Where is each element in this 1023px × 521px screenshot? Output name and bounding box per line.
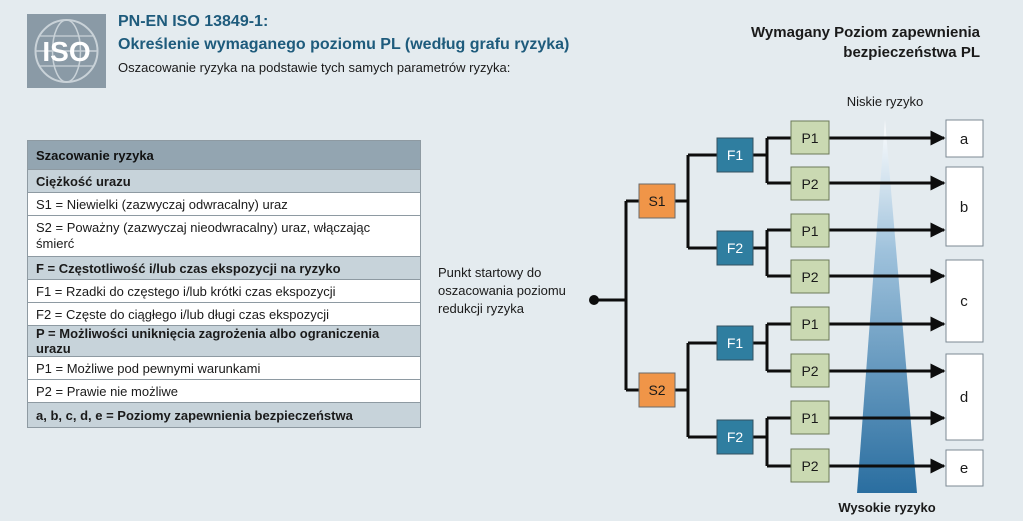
start-point-label: Punkt startowy do oszacowania poziomu re… <box>438 265 566 316</box>
risk-table: Szacowanie ryzyka Ciężkość urazu S1 = Ni… <box>27 140 421 428</box>
pl-legend-row: a, b, c, d, e = Poziomy zapewnienia bezp… <box>27 402 421 428</box>
doc-title: PN-EN ISO 13849-1: <box>118 13 269 30</box>
risk-table-header: Szacowanie ryzyka <box>27 140 421 170</box>
node-p-label: P1 <box>801 316 818 332</box>
iso-logo: ISO <box>27 14 106 88</box>
pl-box-e: e <box>945 449 984 487</box>
node-s2-label: S2 <box>648 382 665 398</box>
node-p-6: P2 <box>790 353 830 388</box>
p1-text: P1 = Możliwe pod pewnymi warunkami <box>27 356 421 380</box>
node-f1-lower: F1 <box>716 325 754 361</box>
severity-heading-row: Ciężkość urazu <box>27 169 421 193</box>
pl-box-a: a <box>945 119 984 158</box>
node-p-1: P1 <box>790 120 830 155</box>
node-f1-upper: F1 <box>716 137 754 173</box>
node-f-label: F1 <box>727 335 744 351</box>
node-p-label: P2 <box>801 458 818 474</box>
node-f-label: F1 <box>727 147 744 163</box>
f2-text: F2 = Częste do ciągłego i/lub długi czas… <box>27 302 421 326</box>
node-p-label: P1 <box>801 410 818 426</box>
node-p-5: P1 <box>790 306 830 341</box>
pl-label-b: b <box>960 199 968 216</box>
pl-heading: Wymagany Poziom zapewnienia bezpieczeńst… <box>751 24 980 61</box>
risk-table-header-cell: Szacowanie ryzyka <box>27 140 421 170</box>
iso-logo-graphic: ISO <box>34 19 99 83</box>
node-f2-lower: F2 <box>716 419 754 455</box>
high-risk-label: Wysokie ryzyko <box>838 500 935 515</box>
node-p-label: P2 <box>801 269 818 285</box>
node-s2: S2 <box>638 372 676 408</box>
node-p-8: P2 <box>790 448 830 483</box>
p2-text: P2 = Prawie nie możliwe <box>27 379 421 403</box>
node-f-label: F2 <box>727 429 744 445</box>
risk-gradient-beam <box>857 120 917 493</box>
node-p-label: P2 <box>801 176 818 192</box>
possibility-heading-row: P = Możliwości uniknięcia zagrożenia alb… <box>27 325 421 357</box>
node-p-3: P1 <box>790 213 830 248</box>
pl-box-b: b <box>945 166 984 247</box>
s1-text: S1 = Niewielki (zazwyczaj odwracalny) ur… <box>27 192 421 216</box>
pl-box-d: d <box>945 353 984 441</box>
node-s1: S1 <box>638 183 676 219</box>
node-p-label: P2 <box>801 363 818 379</box>
frequency-heading: F = Częstotliwość i/lub czas ekspozycji … <box>27 256 421 280</box>
possibility-heading: P = Możliwości uniknięcia zagrożenia alb… <box>27 325 421 357</box>
node-f-label: F2 <box>727 240 744 256</box>
low-risk-label: Niskie ryzyko <box>847 94 924 109</box>
pl-label-e: e <box>960 460 968 477</box>
pl-box-c: c <box>945 259 984 343</box>
node-p-label: P1 <box>801 223 818 239</box>
s2-text: S2 = Poważny (zazwyczaj nieodwracalny) u… <box>36 220 371 251</box>
severity-heading: Ciężkość urazu <box>27 169 421 193</box>
doc-description: Oszacowanie ryzyka na podstawie tych sam… <box>118 60 511 75</box>
f1-text: F1 = Rzadki do częstego i/lub krótki cza… <box>27 279 421 303</box>
node-p-7: P1 <box>790 400 830 435</box>
doc-subtitle: Określenie wymaganego poziomu PL (według… <box>118 36 570 53</box>
node-p-4: P2 <box>790 259 830 294</box>
node-p-2: P2 <box>790 166 830 201</box>
pl-label-c: c <box>960 293 968 310</box>
frequency-heading-row: F = Częstotliwość i/lub czas ekspozycji … <box>27 256 421 280</box>
node-p-label: P1 <box>801 130 818 146</box>
iso-logo-text: ISO <box>42 36 90 67</box>
f1-row: F1 = Rzadki do częstego i/lub krótki cza… <box>27 279 421 303</box>
s2-row: S2 = Poważny (zazwyczaj nieodwracalny) u… <box>27 215 421 257</box>
p2-row: P2 = Prawie nie możliwe <box>27 379 421 403</box>
f2-row: F2 = Częste do ciągłego i/lub długi czas… <box>27 302 421 326</box>
s1-row: S1 = Niewielki (zazwyczaj odwracalny) ur… <box>27 192 421 216</box>
pl-legend: a, b, c, d, e = Poziomy zapewnienia bezp… <box>27 402 421 428</box>
pl-label-a: a <box>960 131 969 148</box>
node-f2-upper: F2 <box>716 230 754 266</box>
pl-label-d: d <box>960 389 968 406</box>
p1-row: P1 = Możliwe pod pewnymi warunkami <box>27 356 421 380</box>
node-s1-label: S1 <box>648 193 665 209</box>
